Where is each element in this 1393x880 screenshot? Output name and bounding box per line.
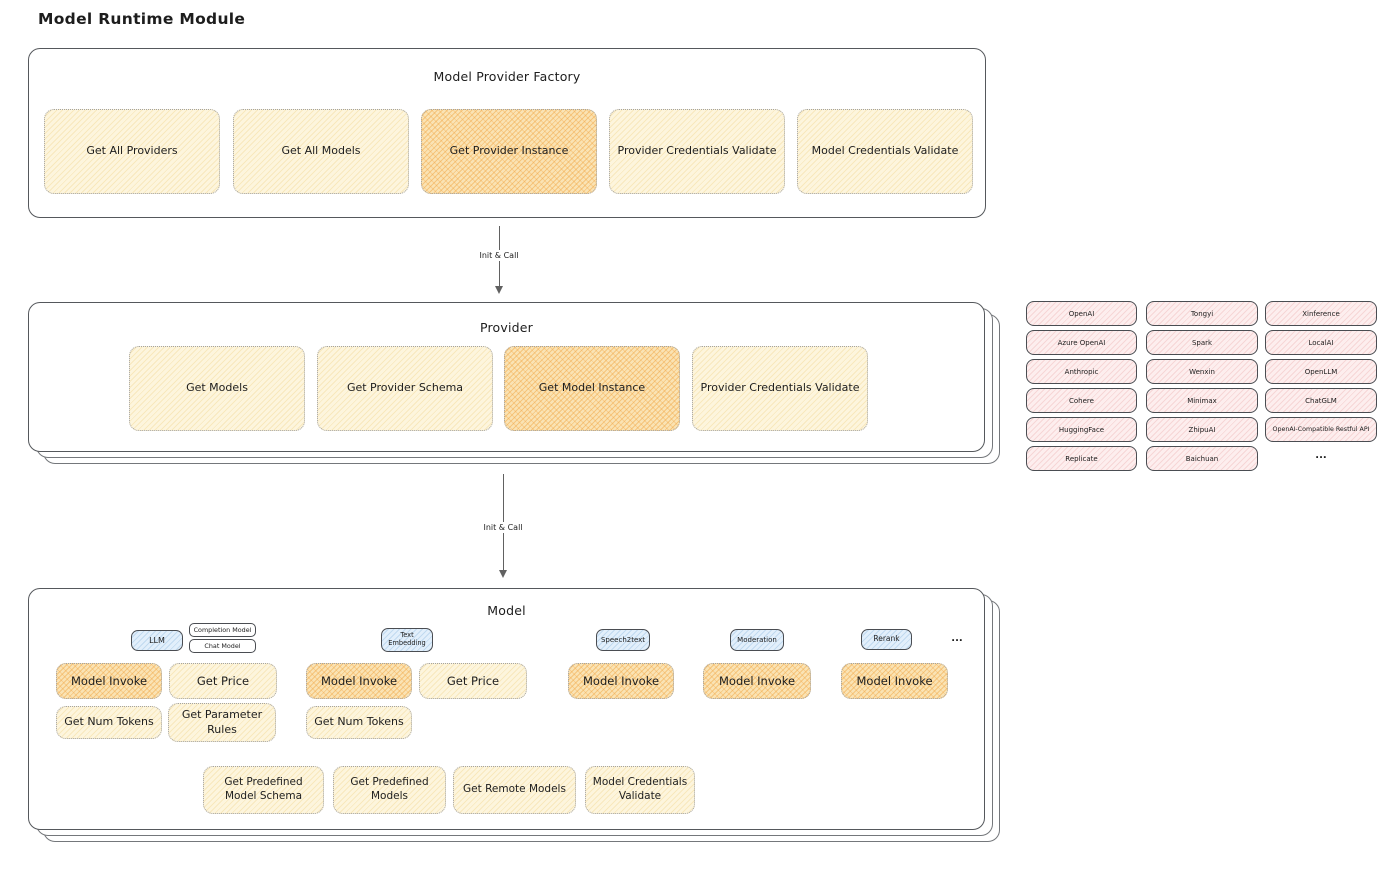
node-model-invoke-moderation: Model Invoke	[703, 663, 811, 699]
subtag-chat-model: Chat Model	[189, 639, 256, 653]
node-get-models: Get Models	[129, 346, 305, 431]
provider-title: Provider	[479, 320, 534, 335]
providers-ellipsis: ...	[1315, 450, 1327, 461]
factory-title: Model Provider Factory	[433, 69, 581, 84]
tags-ellipsis: ...	[951, 633, 963, 644]
node-provider-credentials-validate: Provider Credentials Validate	[609, 109, 785, 194]
model-title: Model	[487, 603, 526, 618]
provider-chip: Azure OpenAI	[1026, 330, 1137, 355]
node-model-invoke-llm: Model Invoke	[56, 663, 162, 699]
provider-chip: Baichuan	[1146, 446, 1258, 471]
subtag-completion-model: Completion Model	[189, 623, 256, 637]
provider-chip: Anthropic	[1026, 359, 1137, 384]
node-get-predefined-models: Get Predefined Models	[333, 766, 446, 814]
node-get-price-llm: Get Price	[169, 663, 277, 699]
arrow-label-init-call-1: Init & Call	[475, 250, 523, 261]
node-get-parameter-rules: Get Parameter Rules	[168, 703, 276, 742]
provider-chip: Cohere	[1026, 388, 1137, 413]
provider-chip: OpenAI	[1026, 301, 1137, 326]
node-get-model-instance: Get Model Instance	[504, 346, 680, 431]
provider-chip: Xinference	[1265, 301, 1377, 326]
page-title: Model Runtime Module	[38, 10, 246, 28]
node-model-credentials-validate-2: Model Credentials Validate	[585, 766, 695, 814]
arrowhead-down-icon	[495, 286, 503, 294]
node-model-invoke-embedding: Model Invoke	[306, 663, 412, 699]
provider-chip: LocalAI	[1265, 330, 1377, 355]
provider-chip: ZhipuAI	[1146, 417, 1258, 442]
node-get-num-tokens-embedding: Get Num Tokens	[306, 706, 412, 739]
provider-chip: Wenxin	[1146, 359, 1258, 384]
node-model-invoke-speech2text: Model Invoke	[568, 663, 674, 699]
node-get-all-providers: Get All Providers	[44, 109, 220, 194]
node-get-price-embedding: Get Price	[419, 663, 527, 699]
node-provider-credentials-validate-2: Provider Credentials Validate	[692, 346, 868, 431]
provider-chip: Minimax	[1146, 388, 1258, 413]
node-get-predefined-model-schema: Get Predefined Model Schema	[203, 766, 324, 814]
model-provider-factory-container: Model Provider Factory Get All Providers…	[28, 48, 986, 218]
tag-rerank: Rerank	[861, 629, 912, 650]
node-model-credentials-validate: Model Credentials Validate	[797, 109, 973, 194]
model-container: Model LLM Completion Model Chat Model Te…	[28, 588, 985, 830]
tag-llm: LLM	[131, 630, 183, 651]
tag-speech2text: Speech2text	[596, 629, 650, 651]
tag-moderation: Moderation	[730, 629, 784, 651]
arrow-label-init-call-2: Init & Call	[479, 522, 527, 533]
node-get-all-models: Get All Models	[233, 109, 409, 194]
provider-chip: OpenLLM	[1265, 359, 1377, 384]
provider-chip: Tongyi	[1146, 301, 1258, 326]
node-get-provider-schema: Get Provider Schema	[317, 346, 493, 431]
provider-chip: HuggingFace	[1026, 417, 1137, 442]
node-get-remote-models: Get Remote Models	[453, 766, 576, 814]
tag-text-embedding: Text Embedding	[381, 628, 433, 652]
provider-chip: Replicate	[1026, 446, 1137, 471]
provider-chip: OpenAI-Compatible Restful API	[1265, 417, 1377, 442]
provider-container: Provider Get Models Get Provider Schema …	[28, 302, 985, 452]
provider-chip: Spark	[1146, 330, 1258, 355]
arrowhead-down-icon	[499, 570, 507, 578]
node-get-num-tokens-llm: Get Num Tokens	[56, 706, 162, 739]
provider-chip: ChatGLM	[1265, 388, 1377, 413]
node-get-provider-instance: Get Provider Instance	[421, 109, 597, 194]
node-model-invoke-rerank: Model Invoke	[841, 663, 948, 699]
